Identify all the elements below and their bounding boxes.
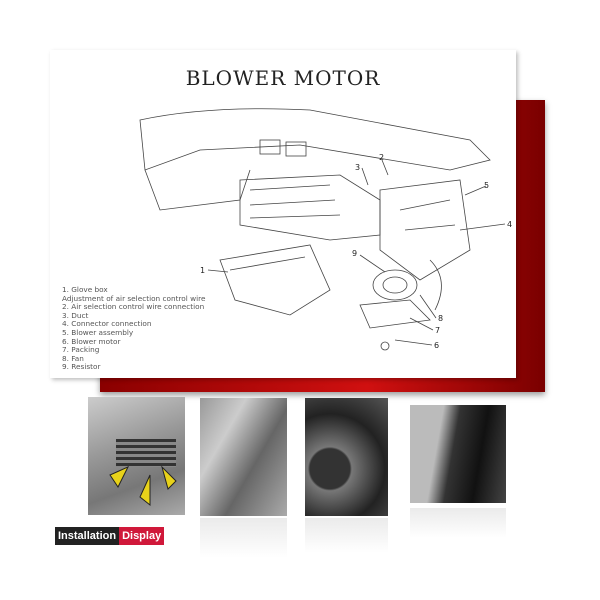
- dashboard-outline: [139, 108, 491, 171]
- blower-motor: [380, 341, 390, 351]
- callout-2: 2: [379, 153, 384, 162]
- photo-behind-dash: [200, 398, 287, 516]
- callout-6: 6: [434, 341, 439, 350]
- packing: [359, 299, 431, 329]
- callout-5: 5: [484, 181, 489, 190]
- glove-box: [219, 244, 331, 316]
- badge-display: Display: [119, 527, 165, 545]
- photo-reflection: [410, 508, 506, 538]
- duct: [239, 174, 381, 241]
- callout-3: 3: [355, 163, 360, 172]
- yellow-arrow-icons: [109, 465, 177, 507]
- legend-item: 3. Duct: [62, 310, 89, 320]
- legend-item: 9. Resistor: [62, 362, 101, 372]
- callout-8: 8: [438, 314, 443, 323]
- legend-item: Adjustment of air selection control wire: [62, 293, 206, 303]
- legend-item: 6. Blower motor: [62, 336, 121, 346]
- blower-assembly: [379, 179, 471, 281]
- diagram-card: BLOWER MOTOR 1 2 3 4 5 6 7 8: [50, 50, 516, 378]
- photo-reflection: [305, 518, 388, 553]
- blower-fan: [372, 269, 418, 301]
- photo-reflection: [200, 518, 287, 558]
- installation-display-badge: Installation Display: [55, 527, 165, 545]
- legend-item: 2. Air selection control wire connection: [62, 302, 205, 312]
- blower-motor-diagram: 1 2 3 4 5 6 7 8 9: [139, 108, 512, 351]
- legend-item: 5. Blower assembly: [62, 327, 134, 337]
- parts-legend: 1. Glove box Adjustment of air selection…: [62, 285, 206, 372]
- legend-item: 1. Glove box: [62, 285, 108, 294]
- photo-glove-box: [410, 405, 506, 503]
- badge-installation: Installation: [55, 527, 120, 545]
- diagram-title: BLOWER MOTOR: [185, 66, 381, 90]
- legend-item: 4. Connector connection: [62, 319, 152, 329]
- callout-4: 4: [507, 220, 512, 229]
- callout-9: 9: [352, 249, 357, 258]
- legend-item: 7. Packing: [62, 345, 100, 355]
- callout-7: 7: [435, 326, 440, 335]
- callout-1: 1: [200, 266, 205, 275]
- photo-blower-removal: [305, 398, 388, 516]
- photo-dashboard-vent: [88, 397, 185, 515]
- legend-item: 8. Fan: [62, 353, 84, 363]
